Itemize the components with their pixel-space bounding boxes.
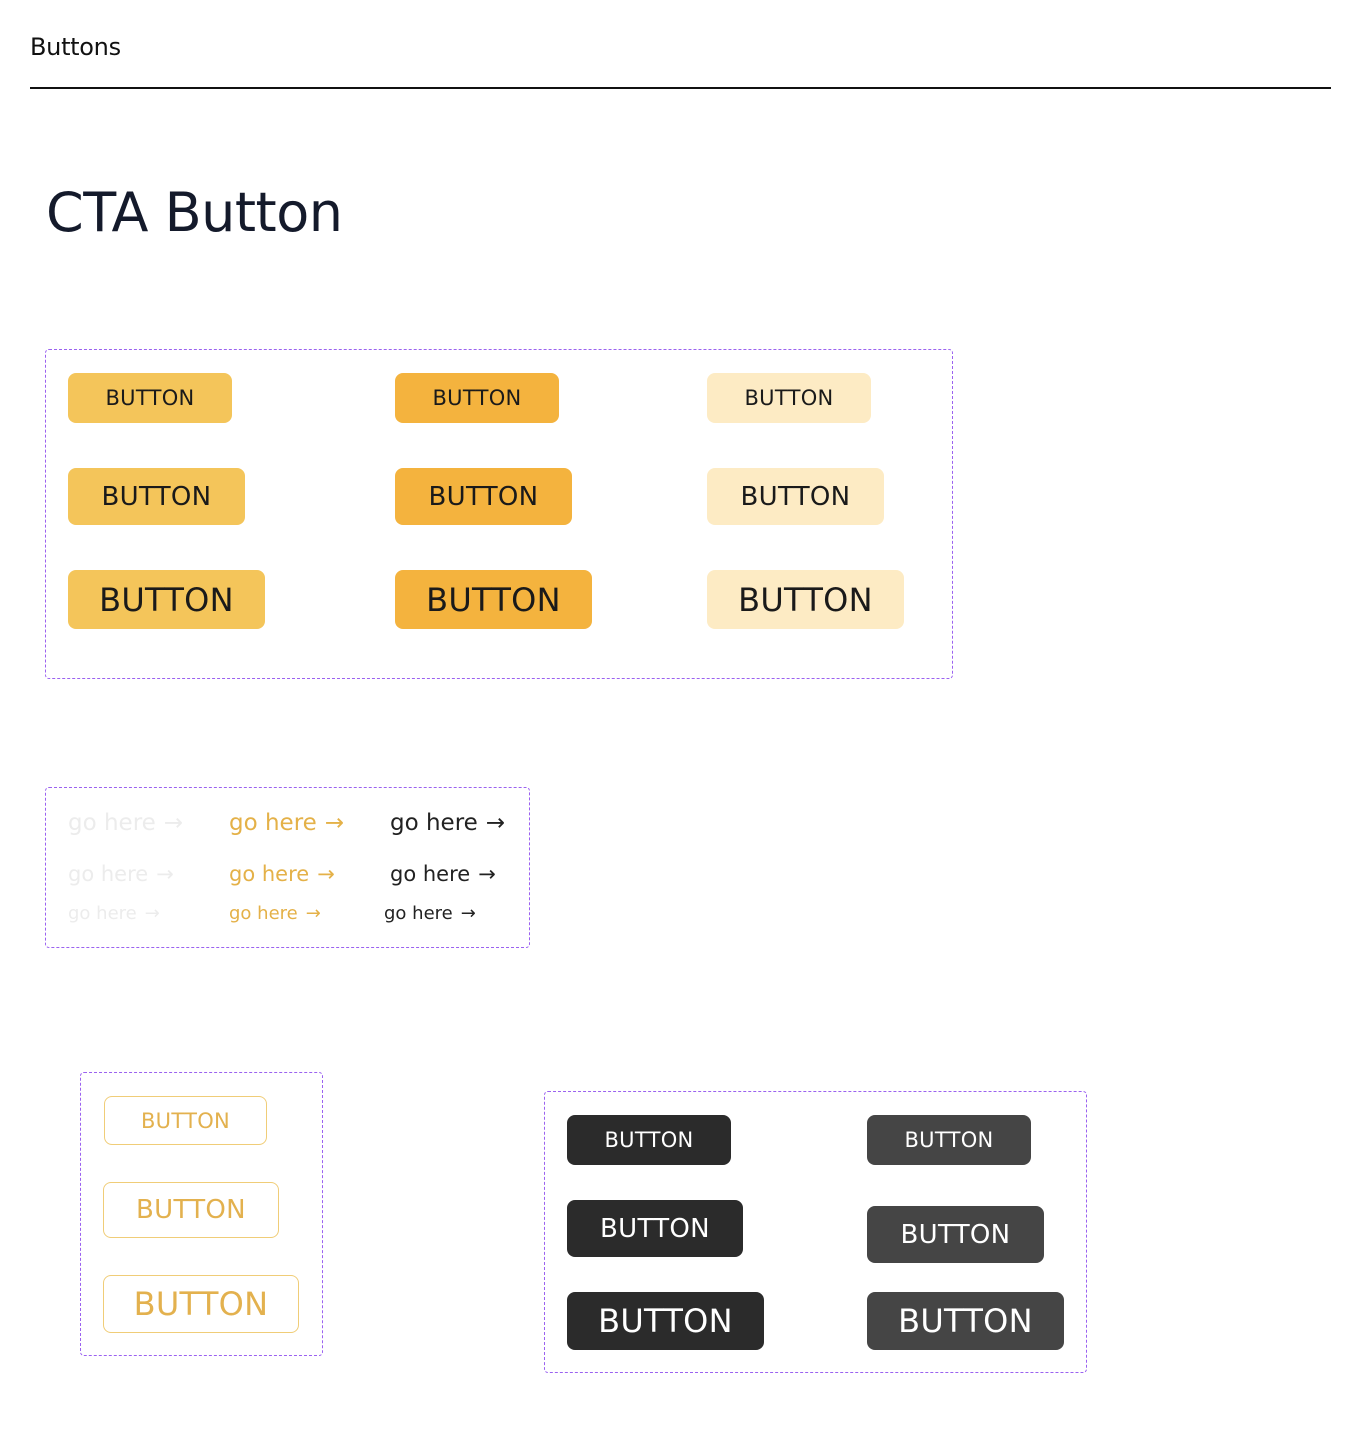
- arrow-right-icon: →: [156, 862, 174, 886]
- link-gold-medium[interactable]: go here →: [229, 862, 335, 886]
- page-header-title: Buttons: [30, 33, 121, 61]
- link-dark-large[interactable]: go here →: [390, 810, 505, 836]
- button-label: BUTTON: [744, 386, 834, 410]
- button-label: BUTTON: [140, 1108, 231, 1133]
- button-label: BUTTON: [428, 481, 539, 512]
- arrow-right-icon: →: [163, 810, 184, 836]
- header-divider: [30, 87, 1331, 89]
- link-label: go here: [229, 903, 298, 924]
- dark-buttons-frame: [544, 1091, 1087, 1373]
- dark-button-primary-medium[interactable]: BUTTON: [567, 1200, 743, 1257]
- cta-button-amber-medium[interactable]: BUTTON: [395, 468, 572, 525]
- cta-button-cream-large[interactable]: BUTTON: [707, 570, 904, 629]
- cta-button-yellow-small[interactable]: BUTTON: [68, 373, 232, 423]
- cta-button-amber-small[interactable]: BUTTON: [395, 373, 559, 423]
- cta-button-yellow-medium[interactable]: BUTTON: [68, 468, 245, 525]
- cta-buttons-frame: [45, 349, 953, 679]
- link-gold-small[interactable]: go here →: [229, 903, 321, 924]
- button-label: BUTTON: [136, 1195, 246, 1225]
- button-label: BUTTON: [898, 1302, 1033, 1340]
- dark-button-secondary-small[interactable]: BUTTON: [867, 1115, 1031, 1165]
- outline-buttons-frame: [80, 1072, 323, 1356]
- link-label: go here: [229, 810, 317, 836]
- outline-button-medium[interactable]: BUTTON: [103, 1182, 279, 1238]
- cta-button-cream-small[interactable]: BUTTON: [707, 373, 871, 423]
- link-label: go here: [229, 862, 310, 886]
- link-faded-small[interactable]: go here →: [68, 903, 160, 924]
- link-label: go here: [384, 903, 453, 924]
- link-gold-large[interactable]: go here →: [229, 810, 344, 836]
- dark-button-secondary-medium[interactable]: BUTTON: [867, 1206, 1044, 1263]
- link-label: go here: [68, 903, 137, 924]
- link-label: go here: [390, 810, 478, 836]
- link-dark-medium[interactable]: go here →: [390, 862, 496, 886]
- link-label: go here: [390, 862, 471, 886]
- cta-button-cream-medium[interactable]: BUTTON: [707, 468, 884, 525]
- arrow-right-icon: →: [460, 903, 476, 924]
- dark-button-secondary-large[interactable]: BUTTON: [867, 1292, 1064, 1350]
- link-dark-small[interactable]: go here →: [384, 903, 476, 924]
- button-label: BUTTON: [738, 580, 873, 619]
- button-label: BUTTON: [426, 580, 561, 619]
- dark-button-primary-small[interactable]: BUTTON: [567, 1115, 731, 1165]
- link-label: go here: [68, 862, 149, 886]
- button-label: BUTTON: [105, 386, 195, 410]
- button-label: BUTTON: [133, 1285, 269, 1323]
- link-faded-large[interactable]: go here →: [68, 810, 183, 836]
- dark-button-primary-large[interactable]: BUTTON: [567, 1292, 764, 1350]
- arrow-right-icon: →: [478, 862, 496, 886]
- button-label: BUTTON: [904, 1128, 994, 1152]
- outline-button-large[interactable]: BUTTON: [103, 1275, 299, 1333]
- button-label: BUTTON: [598, 1302, 733, 1340]
- button-label: BUTTON: [604, 1128, 694, 1152]
- arrow-right-icon: →: [485, 810, 506, 836]
- arrow-right-icon: →: [144, 903, 160, 924]
- outline-button-small[interactable]: BUTTON: [104, 1096, 267, 1145]
- button-label: BUTTON: [101, 481, 212, 512]
- arrow-right-icon: →: [305, 903, 321, 924]
- button-label: BUTTON: [740, 481, 851, 512]
- cta-button-amber-large[interactable]: BUTTON: [395, 570, 592, 629]
- button-label: BUTTON: [99, 580, 234, 619]
- button-label: BUTTON: [600, 1213, 710, 1244]
- arrow-right-icon: →: [317, 862, 335, 886]
- cta-button-yellow-large[interactable]: BUTTON: [68, 570, 265, 629]
- link-label: go here: [68, 810, 156, 836]
- section-title: CTA Button: [46, 181, 343, 244]
- arrow-right-icon: →: [324, 810, 345, 836]
- link-buttons-frame: [45, 787, 530, 948]
- button-label: BUTTON: [900, 1219, 1011, 1250]
- link-faded-medium[interactable]: go here →: [68, 862, 174, 886]
- button-label: BUTTON: [432, 386, 522, 410]
